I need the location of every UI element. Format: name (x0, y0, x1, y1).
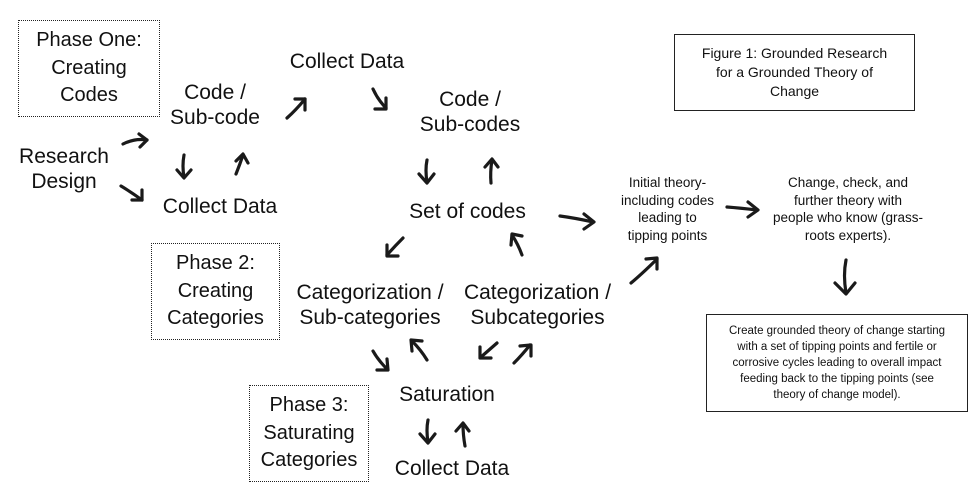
phase-one-box: Phase One: Creating Codes (18, 20, 160, 117)
change-check-line-1: Change, check, and (787, 175, 909, 190)
arrow-up-right-icon (512, 343, 533, 365)
arrow-down-left-icon (385, 236, 405, 258)
categorization-right-line-2: Subcategories (470, 306, 605, 330)
arrow-up-icon (483, 157, 500, 185)
code-subcode-line-2: Sub-code (170, 106, 260, 130)
arrow-down-right-icon (371, 349, 390, 372)
collect-data-node-1: Collect Data (155, 194, 285, 219)
research-design-line-2: Design (31, 170, 97, 194)
research-design-line-1: Research (19, 145, 109, 168)
categorization-left-line-1: Categorization / (296, 281, 444, 304)
arrow-up-left-icon (409, 338, 429, 362)
figure-title-box: Figure 1: Grounded Research for a Ground… (674, 34, 915, 111)
code-subcode-line-1: Code / (184, 81, 246, 104)
phase-three-line-3: Categories (260, 449, 358, 472)
arrow-down-icon (833, 258, 857, 296)
categorization-right-node: Categorization / Subcategories (455, 280, 620, 330)
categorization-right-line-1: Categorization / (463, 281, 612, 304)
phase-two-box: Phase 2: Creating Categories (151, 243, 280, 340)
final-box-line-3: corrosive cycles leading to overall impa… (732, 356, 942, 369)
phase-two-line-3: Categories (167, 307, 264, 330)
initial-theory-line-1: Initial theory- (628, 175, 707, 190)
change-check-node: Change, check, and further theory with p… (763, 174, 933, 244)
arrow-up-icon (234, 152, 250, 176)
initial-theory-line-4: tipping points (627, 227, 708, 243)
code-subcodes-line-1: Code / (439, 88, 501, 111)
phase-one-line-1: Phase One: (36, 29, 142, 52)
final-box-line-4: feeding back to the tipping points (see (740, 373, 934, 386)
code-subcodes-node: Code / Sub-codes (410, 87, 530, 137)
set-of-codes-node: Set of codes (400, 199, 535, 224)
collect-data-3-label: Collect Data (394, 457, 510, 480)
arrow-up-icon (454, 421, 471, 448)
final-box-line-1: Create grounded theory of change startin… (728, 324, 946, 337)
collect-data-node-2: Collect Data (282, 49, 412, 74)
set-of-codes-label: Set of codes (409, 200, 526, 223)
saturation-label: Saturation (399, 383, 495, 406)
arrow-up-right-icon (285, 97, 307, 120)
code-subcodes-line-2: Sub-codes (419, 113, 521, 137)
phase-three-box: Phase 3: Saturating Categories (249, 385, 369, 482)
arrow-right-up-icon (121, 132, 149, 149)
arrow-right-icon (725, 200, 760, 219)
arrow-right-icon (558, 212, 596, 231)
change-check-line-3: people who know (grass- (772, 210, 924, 226)
figure-title-line-2: for a Grounded Theory of (716, 64, 873, 81)
arrow-up-right-icon (629, 256, 659, 285)
saturation-node: Saturation (392, 382, 502, 407)
phase-two-line-1: Phase 2: (176, 252, 255, 275)
initial-theory-line-2: including codes (620, 192, 715, 208)
categorization-left-node: Categorization / Sub-categories (285, 280, 455, 330)
phase-two-line-2: Creating (177, 279, 254, 302)
arrow-down-icon (175, 153, 193, 180)
phase-three-line-2: Saturating (263, 421, 355, 444)
phase-one-line-3: Codes (60, 84, 118, 107)
initial-theory-line-3: leading to (638, 210, 697, 226)
figure-title-line-3: Change (769, 82, 820, 99)
arrow-right-down-icon (119, 184, 144, 202)
phase-one-line-2: Creating (51, 56, 127, 79)
figure-title-line-1: Figure 1: Grounded Research (701, 45, 888, 62)
change-check-line-2: further theory with (793, 192, 903, 208)
collect-data-2-label: Collect Data (289, 50, 405, 73)
phase-three-line-1: Phase 3: (269, 394, 349, 417)
categorization-left-line-2: Sub-categories (299, 306, 441, 330)
arrow-down-left-icon (478, 341, 499, 360)
change-check-line-4: roots experts). (804, 227, 892, 243)
arrow-down-icon (418, 418, 437, 445)
collect-data-node-3: Collect Data (387, 456, 517, 481)
final-box-line-5: theory of change model). (773, 389, 901, 402)
arrow-down-icon (417, 158, 436, 185)
final-theory-box: Create grounded theory of change startin… (706, 314, 968, 412)
final-box-line-2: with a set of tipping points and fertile… (737, 340, 937, 353)
arrow-down-right-icon (371, 87, 388, 111)
collect-data-1-label: Collect Data (162, 195, 278, 218)
initial-theory-node: Initial theory- including codes leading … (600, 174, 735, 244)
code-subcode-node: Code / Sub-code (162, 80, 268, 130)
arrow-up-left-icon (509, 232, 524, 257)
research-design-node: Research Design (14, 144, 114, 194)
